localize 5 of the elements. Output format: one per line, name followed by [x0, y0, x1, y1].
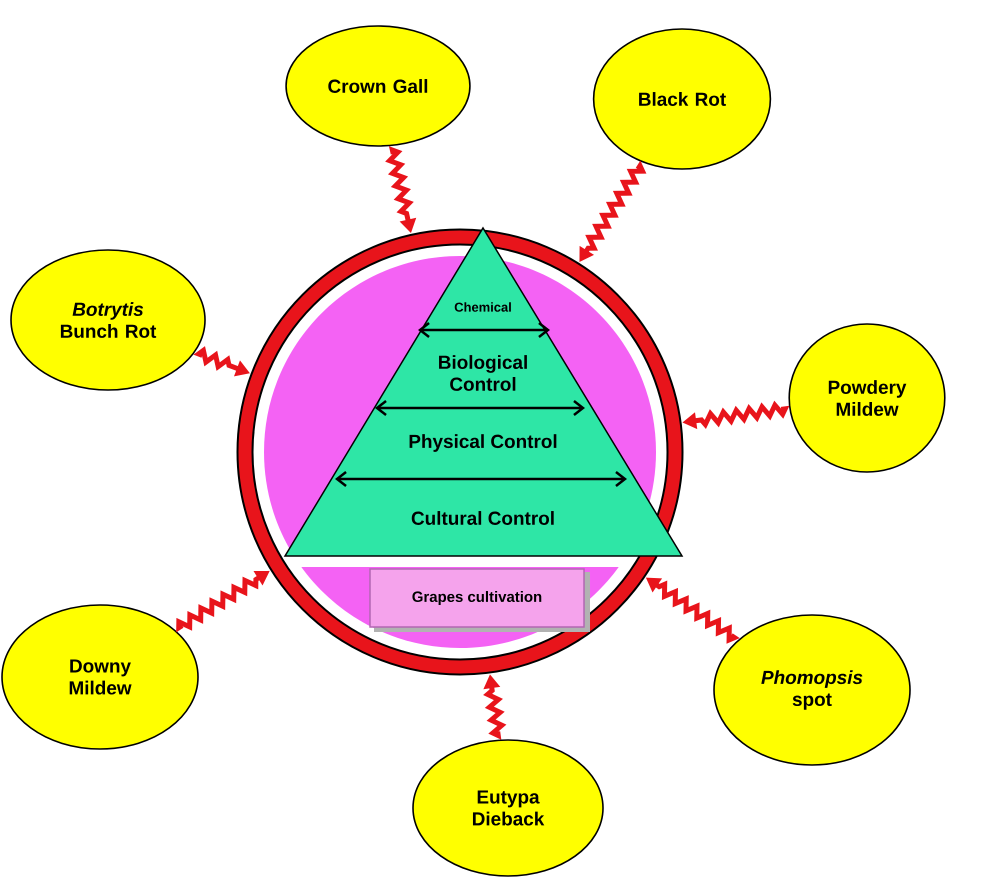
label-box: Grapes cultivation: [369, 568, 590, 632]
layer-label: Physical Control: [410, 434, 556, 452]
layer-label: Biological Control: [439, 355, 527, 391]
layer-label: Cultural Control: [412, 511, 554, 525]
layer-label: Chemical: [454, 302, 511, 312]
